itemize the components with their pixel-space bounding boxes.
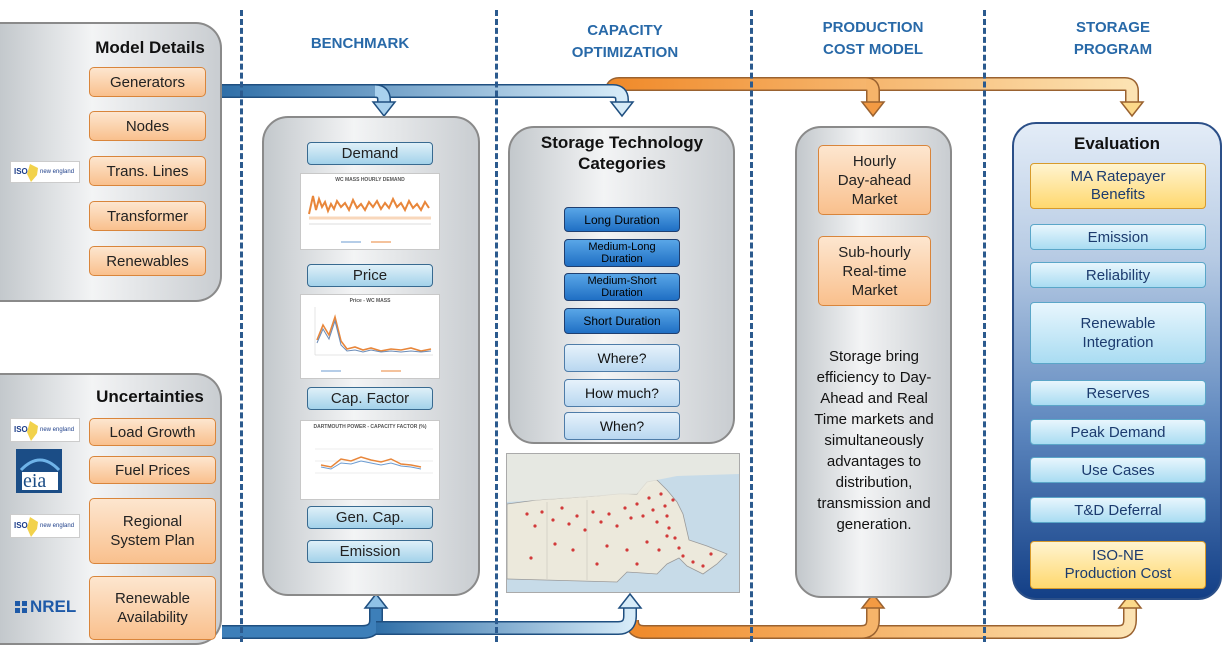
iso-logo-mark xyxy=(27,164,38,182)
uncertainty-renewable-availability: Renewable Availability xyxy=(89,576,216,640)
uncertainty-fuel-prices: Fuel Prices xyxy=(89,456,216,484)
header-benchmark: BENCHMARK xyxy=(310,35,410,52)
duration-medium-long: Medium-Long Duration xyxy=(564,239,680,267)
header-production-cost-model: PRODUCTION COST MODEL xyxy=(822,19,924,58)
question-how-much: How much? xyxy=(564,379,680,407)
evaluation-emission: Emission xyxy=(1030,224,1206,250)
evaluation-renewable-integration: Renewable Integration xyxy=(1030,302,1206,364)
top-orange-flow xyxy=(605,77,1145,118)
market-hourly-day-ahead: Hourly Day-ahead Market xyxy=(818,145,931,215)
production-description: Storage bring efficiency to Day-Ahead an… xyxy=(814,348,934,533)
model-item-nodes: Nodes xyxy=(89,111,206,141)
divider-4 xyxy=(983,10,986,642)
evaluation-td-deferral: T&D Deferral xyxy=(1030,497,1206,523)
divider-3 xyxy=(750,10,753,642)
market-sub-hourly-real-time: Sub-hourly Real-time Market xyxy=(818,236,931,306)
eia-logo: eia xyxy=(16,449,62,493)
model-item-trans-lines: Trans. Lines xyxy=(89,156,206,186)
eia-logo-mark xyxy=(19,458,61,490)
evaluation-reserves: Reserves xyxy=(1030,380,1206,406)
price-thumbnail-plot xyxy=(314,307,433,372)
benchmark-emission: Emission xyxy=(307,540,433,563)
uncertainties-title: Uncertainties xyxy=(96,387,204,406)
price-chart-thumbnail: Price - WC MASS xyxy=(300,294,440,379)
evaluation-reliability: Reliability xyxy=(1030,262,1206,288)
massachusetts-map xyxy=(506,453,740,593)
benchmark-demand: Demand xyxy=(307,142,433,165)
iso-logo-mark xyxy=(27,421,38,441)
model-details-title: Model Details xyxy=(95,38,205,57)
iso-new-england-logo: ISO new england xyxy=(10,514,80,538)
uncertainty-load-growth: Load Growth xyxy=(89,418,216,446)
nrel-logo: NREL xyxy=(14,596,84,618)
evaluation-iso-ne-production-cost: ISO-NE Production Cost xyxy=(1030,541,1206,589)
massachusetts-map-image xyxy=(506,454,739,592)
iso-logo-mark xyxy=(27,517,38,537)
header-storage-program: STORAGE PROGRAM xyxy=(1073,19,1153,58)
model-item-generators: Generators xyxy=(89,67,206,97)
model-item-renewables: Renewables xyxy=(89,246,206,276)
evaluation-peak-demand: Peak Demand xyxy=(1030,419,1206,445)
evaluation-ma-ratepayer-benefits: MA Ratepayer Benefits xyxy=(1030,163,1206,209)
benchmark-price: Price xyxy=(307,264,433,287)
capacity-factor-thumbnail-plot xyxy=(315,448,433,474)
iso-new-england-logo: ISO new england xyxy=(10,161,80,183)
top-blue-flow xyxy=(222,84,635,118)
benchmark-cap-factor: Cap. Factor xyxy=(307,387,433,410)
duration-medium-short: Medium-Short Duration xyxy=(564,273,680,301)
storage-technology-categories-title: Storage Technology Categories xyxy=(540,133,704,173)
model-item-transformer: Transformer xyxy=(89,201,206,231)
divider-2 xyxy=(495,10,498,642)
duration-long: Long Duration xyxy=(564,207,680,232)
bottom-blue-flow xyxy=(222,592,643,639)
uncertainty-regional-system-plan: Regional System Plan xyxy=(89,498,216,564)
divider-1 xyxy=(240,10,243,642)
demand-chart-thumbnail: WC MASS HOURLY DEMAND xyxy=(300,173,440,250)
capacity-factor-chart-thumbnail: DARTMOUTH POWER - CAPACITY FACTOR (%) xyxy=(300,420,440,500)
benchmark-gen-cap: Gen. Cap. xyxy=(307,506,433,529)
question-where: Where? xyxy=(564,344,680,372)
demand-thumbnail-plot xyxy=(308,195,431,243)
iso-new-england-logo: ISO new england xyxy=(10,418,80,442)
duration-short: Short Duration xyxy=(564,308,680,334)
evaluation-use-cases: Use Cases xyxy=(1030,457,1206,483)
header-capacity-optimization: CAPACITY OPTIMIZATION xyxy=(571,22,679,61)
evaluation-title: Evaluation xyxy=(1074,134,1160,153)
nrel-logo-mark xyxy=(15,601,27,613)
question-when: When? xyxy=(564,412,680,440)
